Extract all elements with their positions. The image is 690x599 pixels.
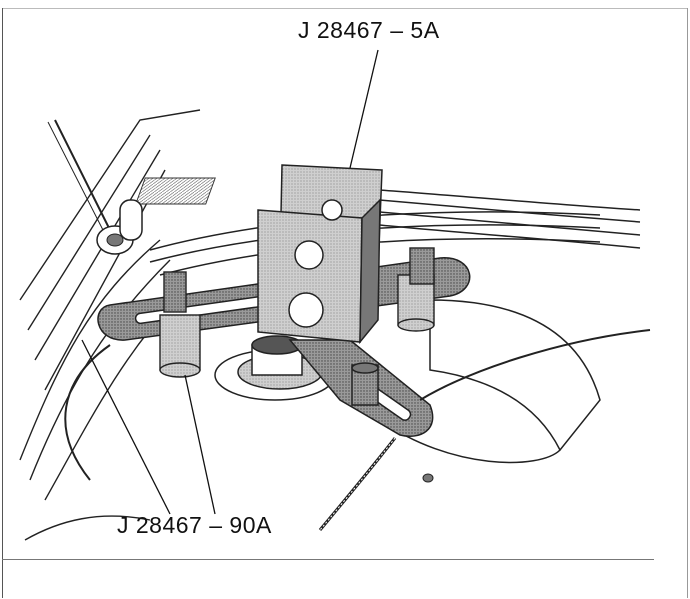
bracket-5a	[257, 164, 383, 345]
grille-detail	[135, 177, 216, 205]
callout-j28467-90a: J 28467 – 90A	[117, 512, 272, 538]
frame-top-border	[2, 8, 688, 9]
slotted-arm	[288, 339, 434, 437]
cables	[64, 329, 651, 531]
leader-lines	[81, 49, 379, 515]
support-posts	[159, 247, 435, 378]
frame-right-border	[687, 8, 688, 598]
fender-panel	[19, 109, 201, 541]
strut-tower-rim	[149, 189, 641, 276]
frame-left-border	[2, 8, 3, 598]
strut-mount	[214, 335, 336, 401]
figure-bottom-divider	[2, 559, 654, 560]
strut-tower-panel	[429, 299, 601, 452]
dipstick-rod	[47, 119, 143, 255]
callout-j28467-5a: J 28467 – 5A	[298, 17, 440, 43]
